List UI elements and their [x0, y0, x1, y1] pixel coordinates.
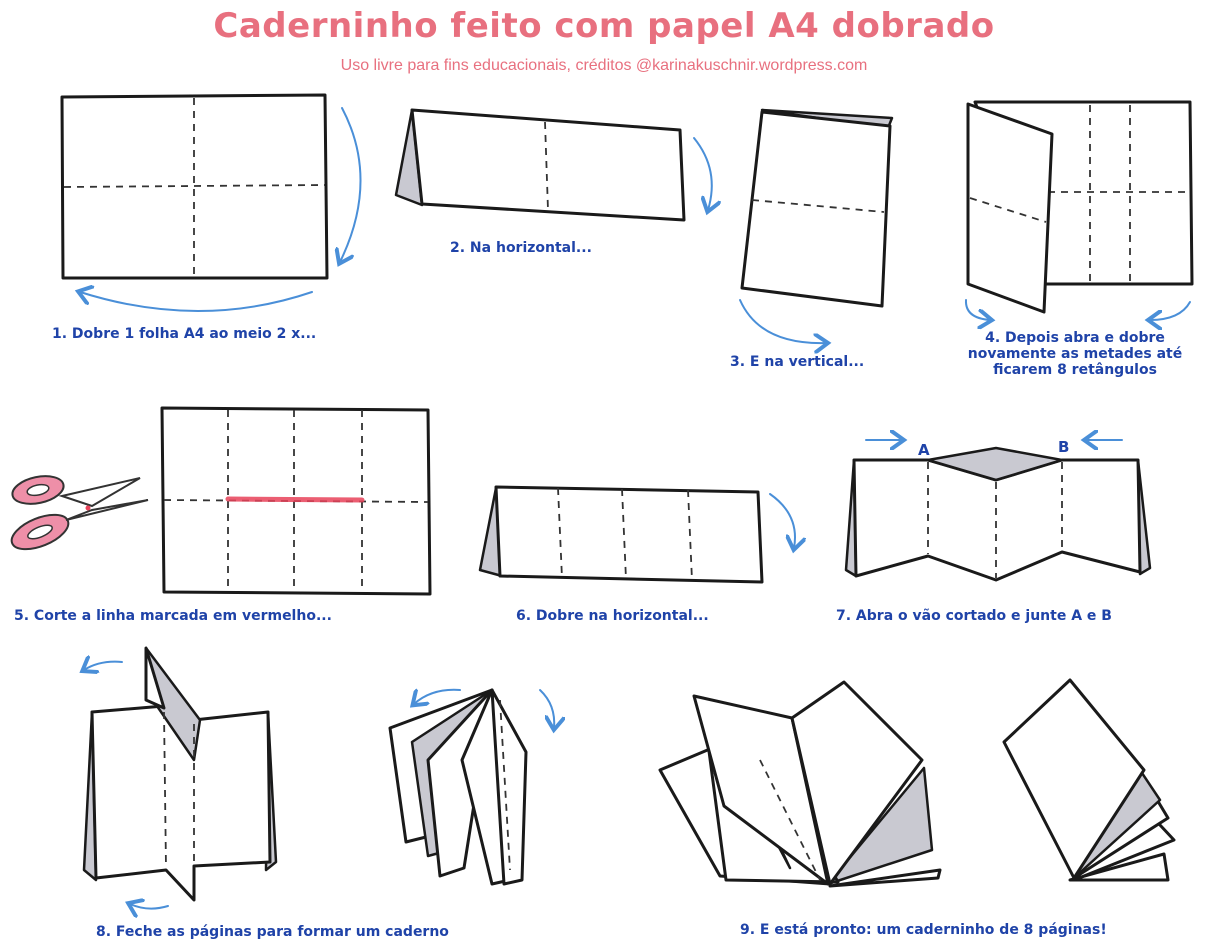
step8-arrow-right [539, 689, 554, 728]
step8-arrow-top [84, 662, 123, 670]
step6-caption: 6. Dobre na horizontal... [516, 608, 709, 624]
step5-caption: 5. Corte a linha marcada em vermelho... [14, 608, 332, 624]
scissors-icon [10, 475, 149, 551]
marker-b: B [1058, 438, 1069, 456]
step4-fold-drawing [964, 100, 1194, 320]
step1-fold-arrow-right [340, 107, 362, 262]
step3-fold-drawing [739, 108, 894, 343]
step6-fold-arrow [769, 493, 795, 548]
step4-arrow-right [1150, 301, 1191, 320]
step7-open-drawing: A B [844, 438, 1152, 582]
step9-caption: 9. E está pronto: um caderninho de 8 pág… [740, 922, 1107, 938]
step1-caption: 1. Dobre 1 folha A4 ao meio 2 x... [52, 326, 317, 342]
step4-caption-line2: novamente as metades até [967, 346, 1183, 362]
step8-closing-drawing [388, 688, 554, 886]
step2-fold-arrow [693, 137, 712, 210]
page-subtitle: Uso livre para fins educacionais, crédit… [340, 57, 868, 74]
step7-caption: 7. Abra o vão cortado e junte A e B [836, 608, 1112, 624]
step4-caption-line3: ficarem 8 retângulos [993, 362, 1157, 378]
step8-book-drawing [84, 646, 278, 909]
step9-open-book-drawing [658, 680, 942, 888]
step8-caption: 8. Feche as páginas para formar um cader… [96, 924, 449, 940]
step9-closed-book-drawing [1002, 678, 1176, 882]
step2-fold-drawing [394, 108, 712, 222]
page-title: Caderninho feito com papel A4 dobrado [213, 6, 995, 46]
marker-a: A [918, 441, 930, 459]
step8-arrow-bottom [130, 904, 169, 909]
step3-caption: 3. E na vertical... [730, 354, 865, 370]
step6-fold-drawing [478, 485, 795, 584]
step4-caption-line1: 4. Depois abra e dobre [985, 330, 1165, 346]
step1-fold-arrow-bottom [80, 292, 313, 312]
red-cut-line [225, 496, 365, 503]
step5-cut-drawing [10, 406, 432, 596]
step3-fold-arrow [739, 299, 826, 343]
step1-sheet-drawing [60, 93, 362, 312]
step4-caption: 4. Depois abra e dobre novamente as meta… [950, 330, 1200, 378]
step4-arrow-left [964, 299, 990, 320]
step8-arrow-left [414, 690, 461, 704]
step2-caption: 2. Na horizontal... [450, 240, 592, 256]
